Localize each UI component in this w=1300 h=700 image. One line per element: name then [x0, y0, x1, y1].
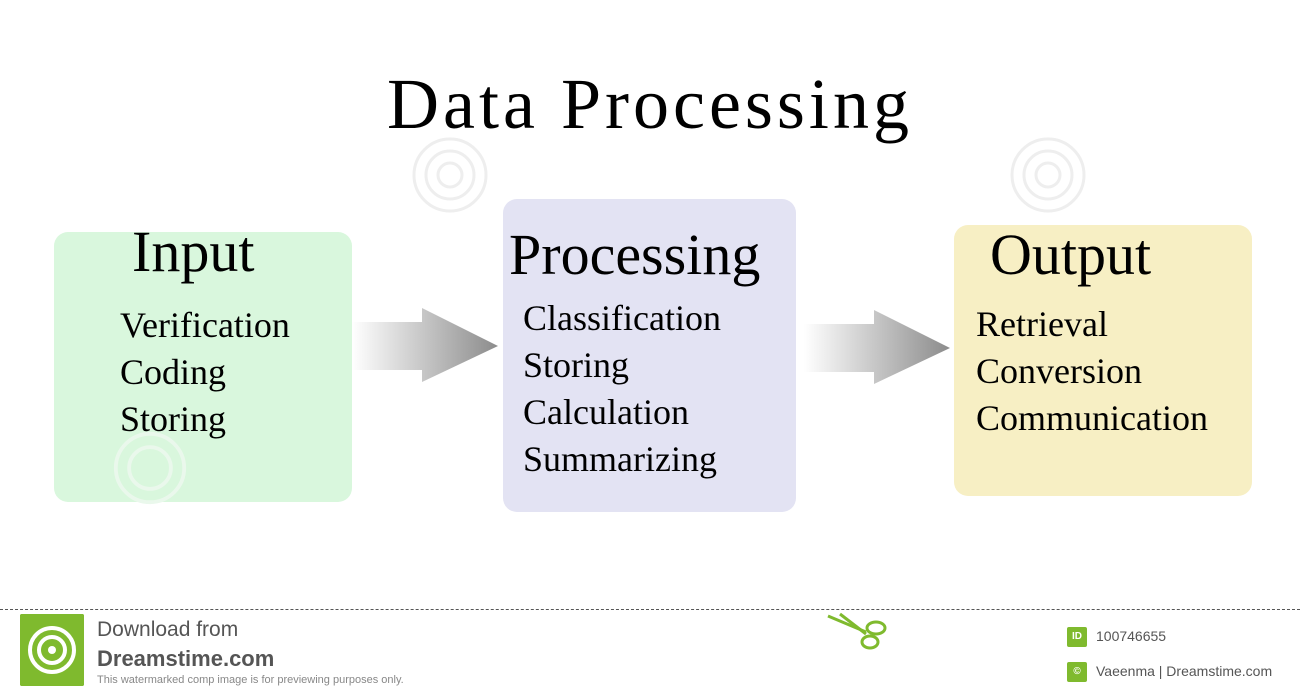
input-heading: Input — [132, 219, 255, 284]
list-item: Verification — [120, 305, 290, 345]
input-box: Input Verification Coding Storing — [54, 220, 352, 505]
output-list: Retrieval Conversion Communication — [976, 301, 1208, 442]
download-label: Download from — [97, 618, 239, 641]
input-list: Verification Coding Storing — [120, 302, 290, 443]
list-item: Summarizing — [523, 439, 717, 479]
watermark-swirl — [412, 137, 488, 213]
list-item: Calculation — [523, 392, 689, 432]
image-id: 100746655 — [1096, 628, 1167, 644]
list-item: Communication — [976, 398, 1208, 438]
processing-box: Processing Classification Storing Calcul… — [503, 199, 796, 512]
output-heading: Output — [990, 222, 1152, 287]
processing-list: Classification Storing Calculation Summa… — [523, 295, 721, 483]
arrow-right-icon — [804, 310, 950, 384]
disclaimer-text: This watermarked comp image is for previ… — [97, 674, 404, 686]
arrow-right-icon — [352, 308, 498, 382]
diagram-title: Data Processing — [387, 64, 913, 144]
site-name[interactable]: Dreamstime.com — [97, 646, 275, 671]
list-item: Storing — [120, 399, 227, 439]
id-badge-icon: ID — [1067, 627, 1087, 647]
dreamstime-logo-icon — [20, 614, 84, 686]
download-footer: Download from Dreamstime.com This waterm… — [0, 610, 1300, 700]
list-item: Storing — [523, 345, 630, 385]
watermark-swirl — [1010, 137, 1086, 213]
output-box: Output Retrieval Conversion Communicatio… — [954, 222, 1252, 496]
list-item: Conversion — [976, 351, 1142, 391]
credit-text: Vaeenma | Dreamstime.com — [1096, 663, 1273, 679]
copyright-icon: © — [1067, 662, 1087, 682]
processing-heading: Processing — [509, 222, 761, 287]
list-item: Coding — [120, 352, 227, 392]
list-item: Retrieval — [976, 304, 1108, 344]
scissors-icon — [827, 612, 887, 650]
footer-divider — [0, 609, 1300, 610]
list-item: Classification — [523, 298, 721, 338]
